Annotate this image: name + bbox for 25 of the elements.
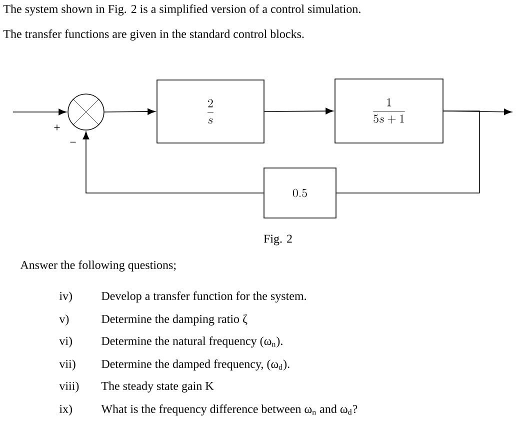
arrow [264, 108, 334, 114]
figure-caption: Fig. 2 [264, 234, 292, 246]
arrow [12, 108, 66, 116]
question-text: What is the frequency difference between ω$_{n}$ and ω$_{d}$? [101, 404, 358, 416]
arrow [82, 132, 264, 194]
question-text: Develop a transfer function for the system. [102, 291, 306, 303]
summing-junction [68, 94, 104, 130]
item-number: viii) [59, 382, 79, 392]
transfer-block: $\frac{2}{s}$ [156, 80, 264, 144]
intro-text: The transfer functions are given in the standard control blocks. [3, 29, 304, 41]
item-number: v) [59, 314, 69, 326]
arrow [104, 108, 156, 115]
item-number: iv) [59, 292, 72, 302]
item-number: ix) [59, 404, 72, 416]
question-text: The steady state gain K [101, 382, 214, 392]
instruction-text: Answer the following questions; [20, 260, 176, 272]
question-text: Determine the damped frequency, (ω$_{d}$). [102, 359, 290, 371]
item-number: vi) [59, 336, 72, 348]
intro-text: The system shown in Fig. 2 is a simplified version of a control simulation. [3, 4, 360, 16]
connector-line [336, 110, 480, 194]
question-text: Determine the natural frequency (ω$_{n}$). [102, 336, 282, 348]
transfer-block: $0.5$ [264, 168, 336, 218]
transfer-block: $\frac{1}{5s+1}$ [334, 78, 444, 144]
question-text: Determine the damping ratio ζ [102, 314, 248, 326]
item-number: vii) [59, 360, 76, 370]
